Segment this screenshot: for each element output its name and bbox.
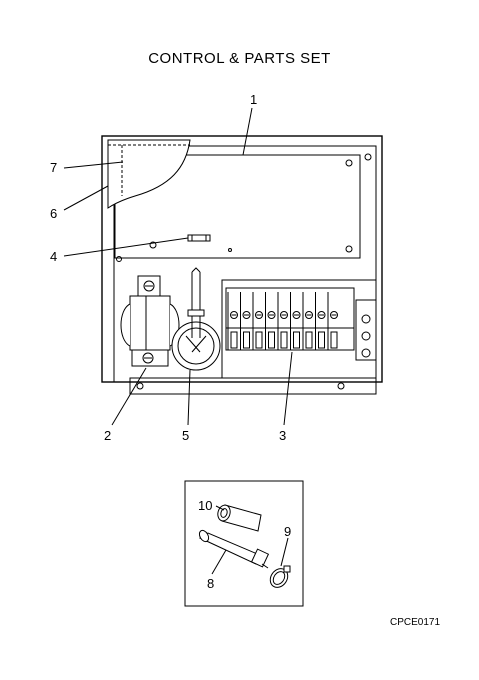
page-title: CONTROL & PARTS SET bbox=[148, 50, 331, 67]
callout-7: 7 bbox=[50, 160, 57, 175]
fuse bbox=[187, 234, 211, 242]
callout-8: 8 bbox=[207, 576, 214, 591]
hose-clamp bbox=[269, 565, 291, 588]
terminal-lug bbox=[318, 331, 325, 349]
terminal-lug bbox=[330, 331, 338, 349]
terminal-lug bbox=[243, 331, 250, 349]
cord-bushing bbox=[171, 267, 221, 371]
terminal-lug bbox=[255, 331, 263, 349]
terminal-lug bbox=[293, 331, 300, 349]
terminal-lug bbox=[230, 331, 238, 349]
callout-1: 1 bbox=[250, 92, 257, 107]
callout-2: 2 bbox=[104, 428, 111, 443]
callout-3: 3 bbox=[279, 428, 286, 443]
callout-9: 9 bbox=[284, 524, 291, 539]
terminal-lug bbox=[280, 331, 288, 349]
callout-4: 4 bbox=[50, 249, 57, 264]
accessory-parts-box: 10 9 8 bbox=[184, 480, 304, 607]
drawing-code: CPCE0171 bbox=[390, 617, 440, 628]
terminal-lug bbox=[268, 331, 275, 349]
terminal-block bbox=[221, 279, 377, 379]
callout-6: 6 bbox=[50, 206, 57, 221]
sleeve bbox=[217, 504, 262, 532]
transformer bbox=[120, 275, 180, 367]
terminal-screws bbox=[227, 292, 338, 350]
callout-10: 10 bbox=[198, 498, 212, 513]
callout-5: 5 bbox=[182, 428, 189, 443]
tube bbox=[198, 529, 270, 569]
cover-panel bbox=[107, 139, 191, 209]
terminal-lug bbox=[305, 331, 313, 349]
control-board bbox=[114, 154, 361, 262]
leader-lines bbox=[63, 107, 293, 426]
